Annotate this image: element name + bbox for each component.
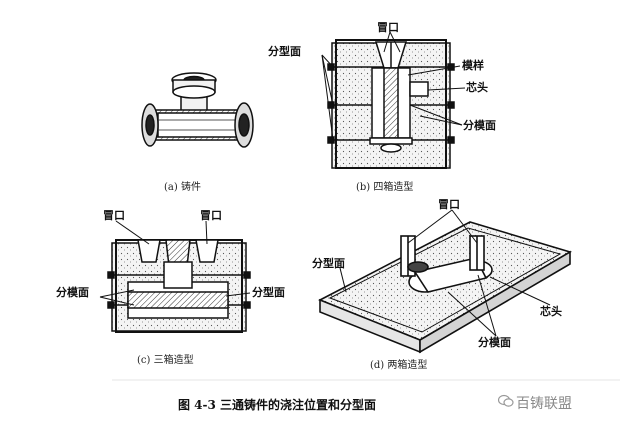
label-c-riser-right: 冒口 — [200, 209, 222, 222]
four-flask-mold — [327, 39, 455, 169]
label-b-core-head: 芯头 — [466, 81, 488, 94]
two-flask-mold — [318, 221, 572, 354]
label-d-parting-mold: 分模面 — [478, 336, 511, 349]
caption-b: (b) 四箱造型 — [356, 182, 414, 193]
label-d-parting-surface: 分型面 — [312, 257, 345, 270]
label-b-parting-mold: 分模面 — [463, 119, 496, 132]
figure-title: 图 4-3 三通铸件的浇注位置和分型面 — [178, 398, 377, 412]
three-flask-mold — [107, 239, 251, 333]
label-b-parting-surface: 分型面 — [268, 45, 301, 58]
caption-d: (d) 两箱造型 — [370, 360, 428, 371]
leader-lines — [99, 31, 551, 337]
caption-a: (a) 铸件 — [164, 182, 201, 193]
label-c-riser-left: 冒口 — [103, 209, 125, 222]
label-c-parting-mold: 分模面 — [56, 286, 89, 299]
watermark-text: 百铸联盟 — [516, 396, 572, 412]
tee-casting — [141, 72, 254, 148]
label-b-riser: 冒口 — [377, 21, 399, 34]
caption-c: (c) 三箱造型 — [137, 355, 194, 366]
label-c-parting-surface: 分型面 — [252, 286, 285, 299]
label-d-riser: 冒口 — [438, 198, 460, 211]
wechat-icon — [498, 394, 514, 407]
label-b-pattern: 模样 — [462, 59, 484, 72]
label-d-core-head: 芯头 — [540, 305, 562, 318]
